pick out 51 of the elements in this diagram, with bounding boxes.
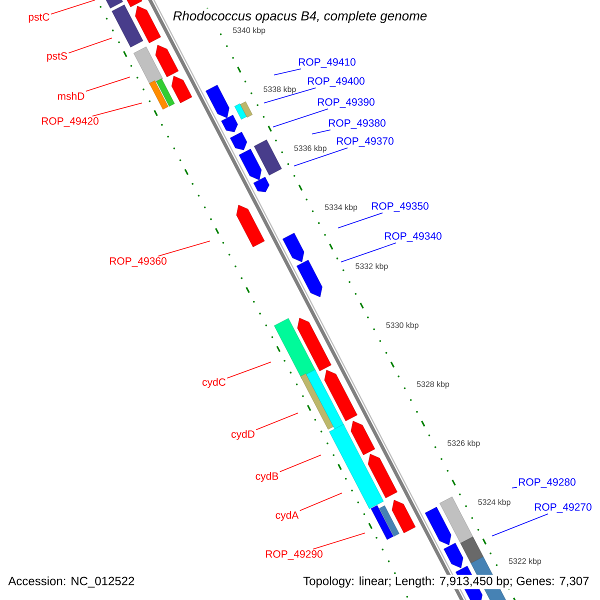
leader-line — [158, 240, 210, 256]
gene-label: ROP_49280 — [518, 478, 576, 488]
leader-line — [338, 212, 383, 228]
tick-label: 5324 kbp — [478, 499, 510, 507]
leader-line — [312, 532, 366, 550]
tick-label: 5330 kbp — [386, 322, 418, 330]
tick-label: 5338 kbp — [264, 86, 296, 94]
gene-label: ROP_49350 — [372, 202, 428, 212]
leader-line — [279, 454, 322, 472]
gene-label: cydB — [256, 472, 278, 482]
gene-label: mshD — [58, 92, 84, 100]
title: Rhodococcus opacus B4, complete genome — [170, 8, 430, 26]
gene-label: pstS — [47, 52, 68, 62]
leader-line — [512, 486, 518, 488]
genome-info-text: Topology: linear; Length: 7,913,450 bp; Genes: 7,307 — [302, 574, 591, 590]
leader-line — [312, 130, 331, 134]
gene-label: cydA — [276, 511, 299, 521]
leader-line — [274, 68, 302, 76]
leader-line — [492, 514, 548, 536]
gene-label: ROP_49400 — [308, 77, 364, 87]
tick-label: 5340 kbp — [232, 27, 266, 35]
gene-label: cydD — [231, 430, 254, 440]
gene-label: ROP_49370 — [336, 137, 394, 147]
gene-label: ROP_49410 — [298, 58, 356, 68]
gene-label: cydC — [202, 378, 226, 388]
leader-line — [68, 38, 112, 54]
leader-line — [272, 108, 328, 128]
leader-line — [299, 492, 342, 512]
gene-label: ROP_49340 — [384, 232, 442, 242]
leader-line — [264, 88, 316, 104]
gene-label: ROP_49360 — [110, 257, 166, 267]
tick-label: 5326 kbp — [448, 440, 480, 448]
tick-label: 5328 kbp — [416, 381, 450, 389]
leader-line — [92, 102, 142, 116]
gene-label: ROP_49380 — [328, 119, 386, 129]
gene-label: ROP_49390 — [318, 98, 374, 108]
tick-label: 5322 kbp — [508, 558, 542, 566]
tick-label: 5332 kbp — [356, 263, 388, 271]
leader-line — [50, 0, 96, 15]
accession-text: Accession: NC_012522 — [8, 576, 134, 588]
tick-label: 5336 kbp — [294, 145, 326, 153]
leader-line — [294, 148, 348, 166]
leader-line — [226, 362, 272, 379]
tick-label: 5334 kbp — [324, 204, 358, 212]
gene-label: ROP_49290 — [266, 550, 322, 560]
leader-line — [256, 412, 298, 430]
gene-label: ROP_49420 — [42, 117, 98, 127]
leader-line — [340, 242, 396, 262]
gene-label: ROP_49270 — [534, 503, 592, 513]
leader-line — [86, 76, 130, 92]
gene-label: pstC — [28, 13, 50, 23]
